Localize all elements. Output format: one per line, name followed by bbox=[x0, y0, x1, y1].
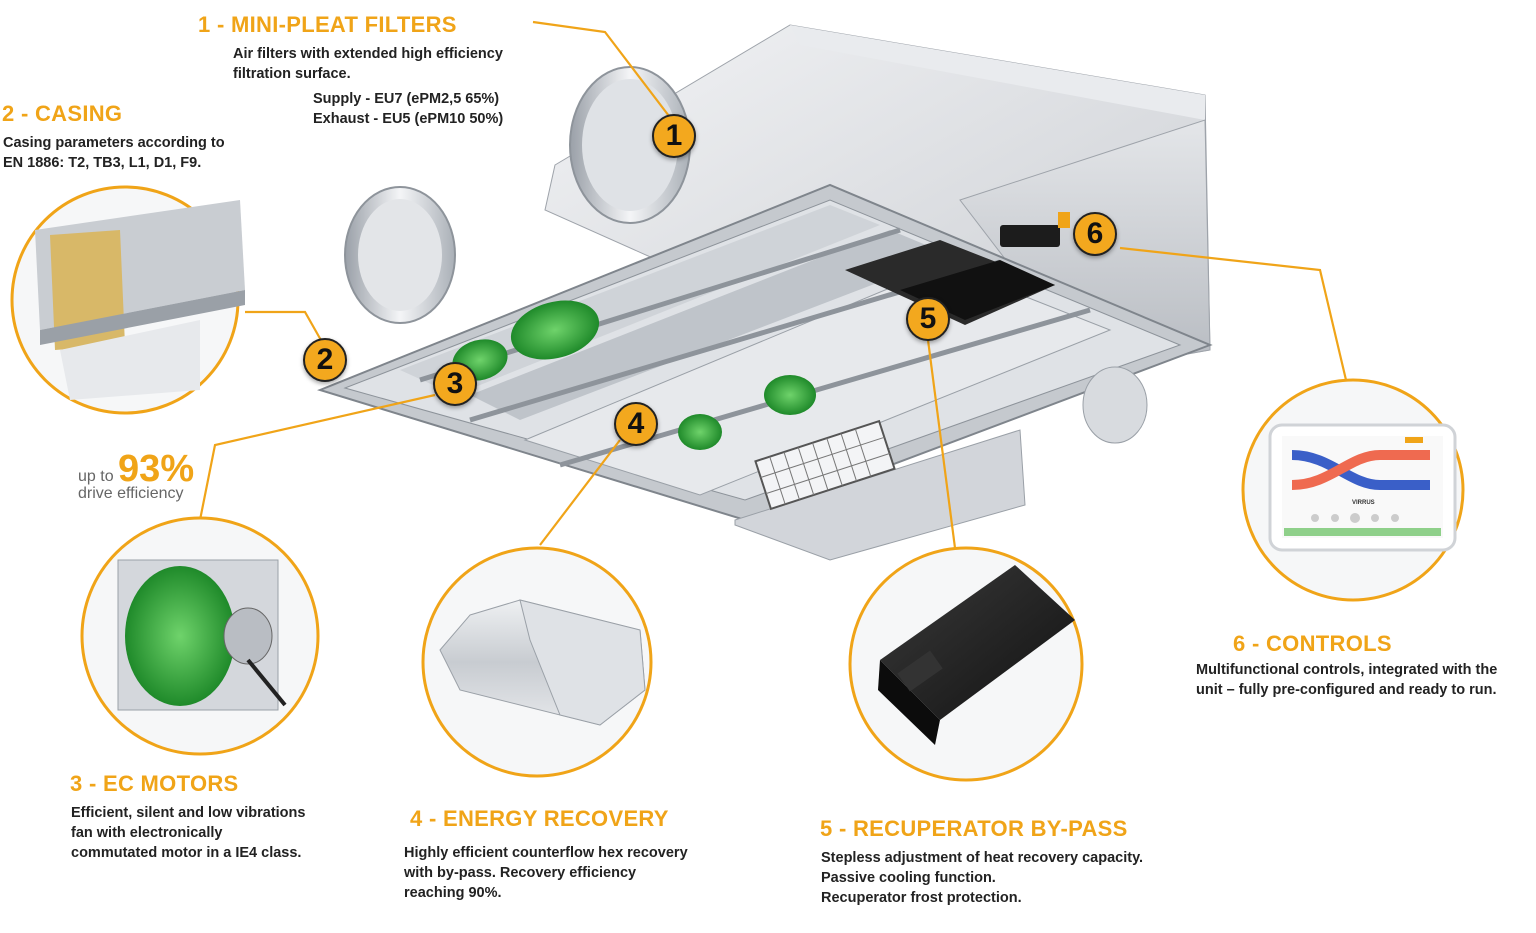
section-6-heading: 6 - CONTROLS bbox=[1233, 631, 1392, 656]
section-4-line-1: Highly efficient counterflow hex recover… bbox=[404, 845, 688, 861]
section-2-heading: 2 - CASING bbox=[2, 101, 123, 126]
section-4-line-3: reaching 90%. bbox=[404, 885, 502, 901]
section-1-text: Air filters with extended high efficienc… bbox=[233, 44, 503, 84]
section-5-text: Stepless adjustment of heat recovery cap… bbox=[821, 848, 1143, 908]
efficiency-suffix: drive efficiency bbox=[78, 485, 184, 502]
badge-4: 4 bbox=[614, 402, 658, 446]
ventilation-unit-illustration bbox=[317, 24, 1213, 561]
connector-lines bbox=[198, 20, 1357, 549]
section-1-line-2: filtration surface. bbox=[233, 66, 351, 82]
section-1-filter-classes: Supply - EU7 (ePM2,5 65%) Exhaust - EU5 … bbox=[313, 89, 503, 129]
section-6-line-2: unit – fully pre-configured and ready to… bbox=[1196, 682, 1497, 698]
section-3-line-1: Efficient, silent and low vibrations bbox=[71, 805, 306, 821]
section-1-supply: Supply - EU7 (ePM2,5 65%) bbox=[313, 91, 500, 107]
section-6-line-1: Multifunctional controls, integrated wit… bbox=[1196, 662, 1498, 678]
hex-recovery-callout bbox=[421, 546, 653, 778]
section-6-text: Multifunctional controls, integrated wit… bbox=[1196, 660, 1497, 700]
section-2-line-2: EN 1886: T2, TB3, L1, D1, F9. bbox=[3, 155, 202, 171]
section-5-heading: 5 - RECUPERATOR BY-PASS bbox=[820, 816, 1128, 841]
section-4-heading: 4 - ENERGY RECOVERY bbox=[410, 806, 669, 831]
section-5-line-1: Stepless adjustment of heat recovery cap… bbox=[821, 850, 1144, 866]
section-5-line-2: Passive cooling function. bbox=[821, 870, 996, 886]
bypass-callout bbox=[848, 546, 1084, 782]
section-3-text: Efficient, silent and low vibrations fan… bbox=[71, 803, 305, 863]
controls-tablet-callout bbox=[1241, 378, 1465, 602]
badge-5: 5 bbox=[906, 297, 950, 341]
efficiency-prefix: up to bbox=[78, 468, 114, 485]
section-1-line-1: Air filters with extended high efficienc… bbox=[233, 46, 503, 62]
casing-detail-callout bbox=[10, 185, 245, 415]
section-3-line-3: commutated motor in a IE4 class. bbox=[71, 845, 302, 861]
section-3-heading: 3 - EC MOTORS bbox=[70, 771, 239, 796]
efficiency-callout: up to 93% drive efficiency bbox=[78, 450, 208, 502]
ec-motor-callout bbox=[80, 516, 320, 756]
section-4-text: Highly efficient counterflow hex recover… bbox=[404, 843, 688, 903]
section-2-line-1: Casing parameters according to bbox=[3, 135, 225, 151]
section-2-text: Casing parameters according to EN 1886: … bbox=[3, 133, 225, 173]
section-4-line-2: with by-pass. Recovery efficiency bbox=[404, 865, 637, 881]
efficiency-value: 93% bbox=[118, 448, 195, 490]
section-5-line-3: Recuperator frost protection. bbox=[821, 890, 1022, 906]
badge-2: 2 bbox=[303, 338, 347, 382]
section-1-exhaust: Exhaust - EU5 (ePM10 50%) bbox=[313, 111, 504, 127]
badge-6: 6 bbox=[1073, 212, 1117, 256]
section-1-heading: 1 - MINI-PLEAT FILTERS bbox=[198, 12, 457, 37]
section-3-line-2: fan with electronically bbox=[71, 825, 223, 841]
badge-3: 3 bbox=[433, 362, 477, 406]
tablet-brand: VIRRUS bbox=[1352, 500, 1375, 506]
badge-1: 1 bbox=[652, 114, 696, 158]
